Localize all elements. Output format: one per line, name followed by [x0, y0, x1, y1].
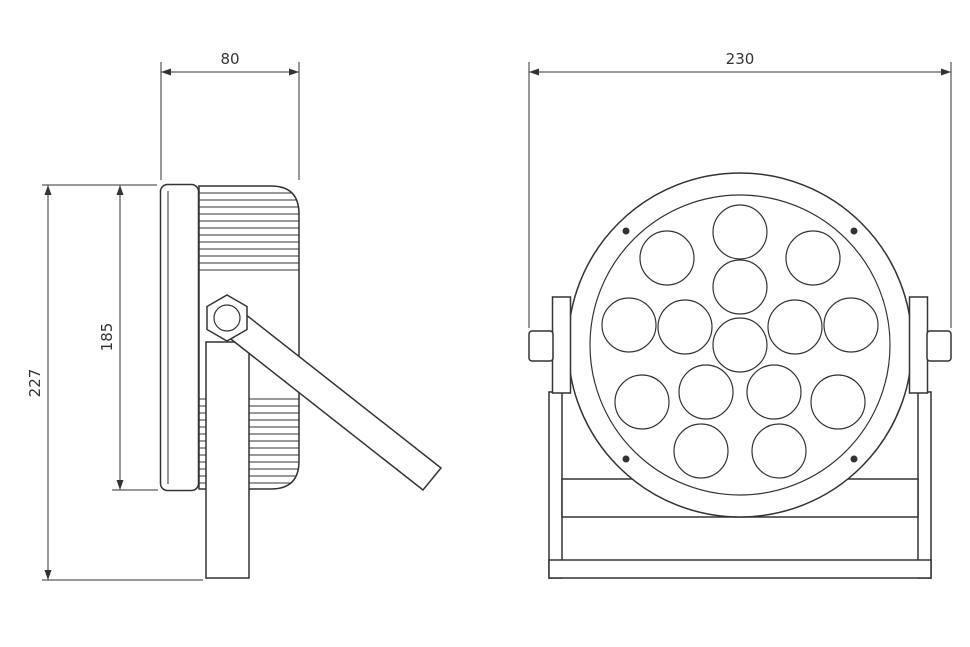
lens [639, 230, 695, 286]
arrowhead-icon [116, 480, 124, 490]
front-face-outer-ring [567, 172, 913, 518]
screw-hole [850, 227, 858, 235]
lens [767, 299, 823, 355]
front-view [528, 172, 952, 579]
mounting-post [205, 341, 250, 579]
pivot-knob-right [926, 330, 952, 362]
arrowhead-icon [116, 185, 124, 195]
lens-array [601, 204, 879, 479]
side-view [159, 183, 443, 579]
heatsink-fins-top [199, 192, 299, 271]
lens [657, 299, 713, 355]
arrowhead-icon [161, 68, 171, 76]
lens [678, 364, 734, 420]
dimension-body-height: 185 [98, 185, 158, 491]
yoke-arm-left [548, 391, 563, 579]
arrowhead-icon [289, 68, 299, 76]
dimension-overall-height: 227 [26, 184, 203, 581]
yoke-arm-right [917, 391, 932, 579]
yoke-base [548, 559, 932, 579]
arrowhead-icon [44, 570, 52, 580]
pivot-plate-right [908, 296, 929, 394]
lens [785, 230, 841, 286]
screw-hole [622, 455, 630, 463]
arrowhead-icon [941, 68, 951, 76]
screw-hole [850, 455, 858, 463]
dimension-label-body-height: 185 [98, 323, 116, 352]
dimension-label-overall-height: 227 [26, 369, 44, 398]
lens [614, 374, 670, 430]
lens [810, 374, 866, 430]
dimension-label-width: 230 [726, 50, 755, 68]
dimensions: 80 230 227 185 [26, 50, 952, 581]
lens [712, 204, 768, 260]
dimension-width: 230 [528, 50, 952, 328]
pivot-knob-left [528, 330, 554, 362]
lens [823, 297, 879, 353]
lens [712, 317, 768, 373]
lens [712, 259, 768, 315]
dimension-label-depth: 80 [220, 50, 239, 68]
lens [673, 423, 729, 479]
dimension-depth: 80 [160, 50, 300, 180]
front-face-inner-ring [589, 194, 891, 496]
lens [601, 297, 657, 353]
arrowhead-icon [529, 68, 539, 76]
screw-hole [622, 227, 630, 235]
pivot-knob-center [213, 304, 241, 332]
lens [746, 364, 802, 420]
pivot-plate-left [551, 296, 572, 394]
arrowhead-icon [44, 185, 52, 195]
lens [751, 423, 807, 479]
side-view-front-housing [159, 183, 200, 492]
screw-holes [622, 227, 858, 463]
